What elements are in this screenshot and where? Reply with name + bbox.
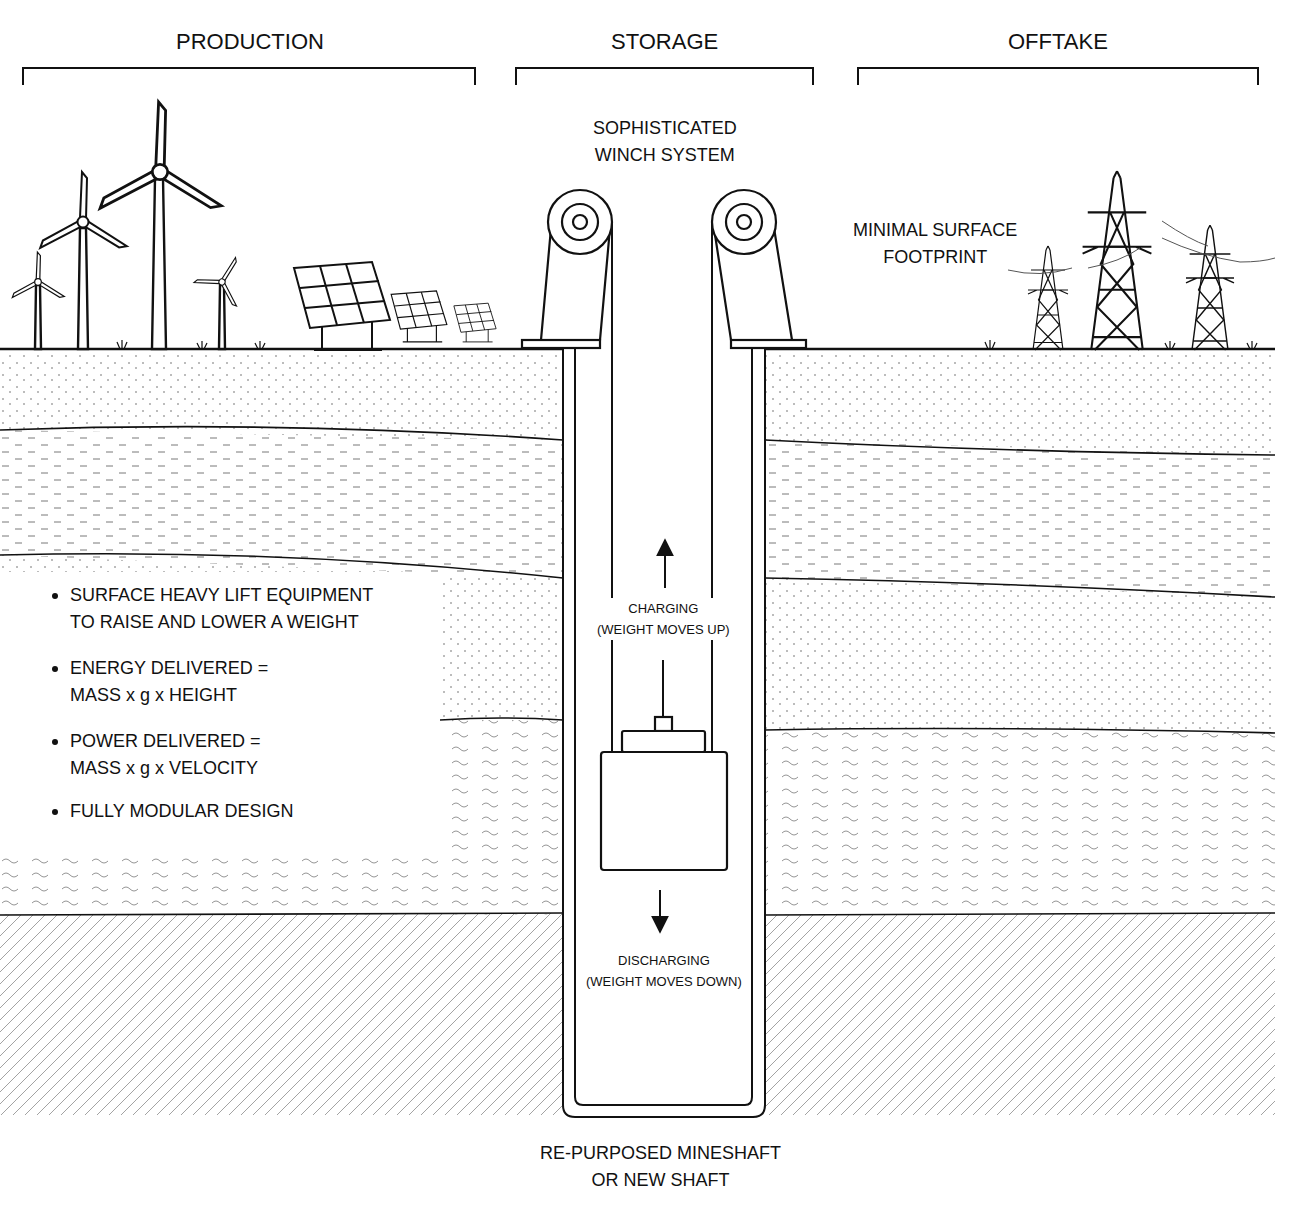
bullet-note: POWER DELIVERED = MASS x g x VELOCITY xyxy=(70,728,261,782)
section-heading: PRODUCTION xyxy=(176,29,324,55)
bullet-note: SURFACE HEAVY LIFT EQUIPMENT TO RAISE AN… xyxy=(70,582,373,636)
bullet-dot xyxy=(52,666,58,672)
bullet-dot xyxy=(52,809,58,815)
footprint-label: MINIMAL SURFACE FOOTPRINT xyxy=(853,217,1017,271)
bullet-dot xyxy=(52,593,58,599)
discharging-label: DISCHARGING (WEIGHT MOVES DOWN) xyxy=(584,950,744,992)
bullet-note: ENERGY DELIVERED = MASS x g x HEIGHT xyxy=(70,655,268,709)
bullet-note: FULLY MODULAR DESIGN xyxy=(70,798,293,825)
charging-label: CHARGING (WEIGHT MOVES UP) xyxy=(595,598,732,640)
section-heading: OFFTAKE xyxy=(1008,29,1108,55)
shaft-label: RE-PURPOSED MINESHAFT OR NEW SHAFT xyxy=(540,1140,781,1194)
winch-label: SOPHISTICATED WINCH SYSTEM xyxy=(593,115,737,169)
section-heading: STORAGE xyxy=(611,29,718,55)
bullet-dot xyxy=(52,739,58,745)
